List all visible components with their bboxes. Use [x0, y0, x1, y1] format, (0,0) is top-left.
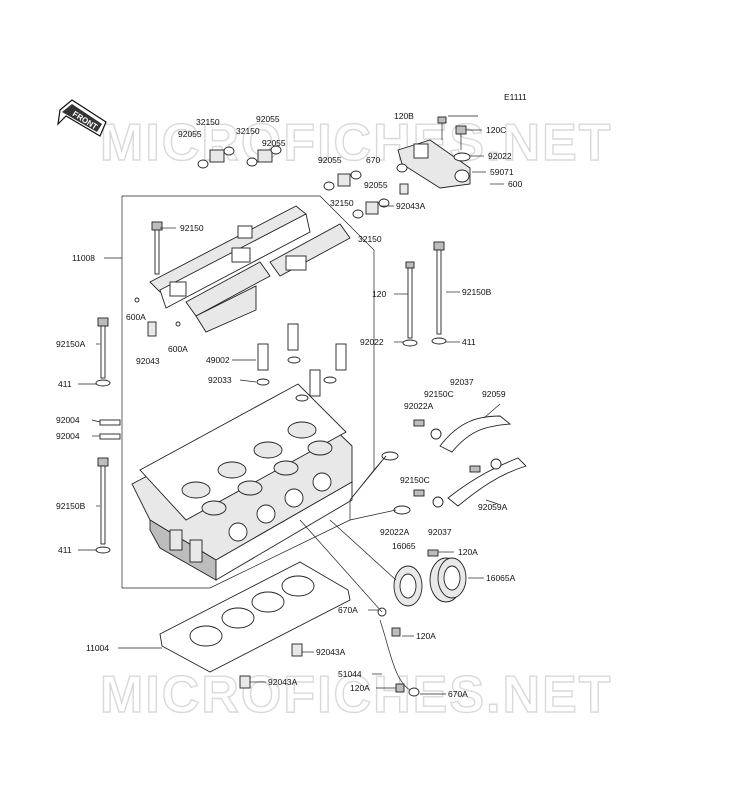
label-59071: 59071 [490, 167, 514, 177]
label-16065a: 16065A [486, 573, 516, 583]
label-120b: 120B [394, 111, 414, 121]
label-600a-upper: 600A [126, 312, 146, 322]
o-rings-92033-icon [256, 356, 337, 402]
label-120: 120 [372, 289, 386, 299]
label-92055-d: 92055 [318, 155, 342, 165]
label-411-left-bottom: 411 [58, 545, 72, 555]
washer-411-right-icon [431, 337, 447, 345]
dowel-92043-icon [147, 321, 157, 337]
label-92004-b: 92004 [56, 431, 80, 441]
dowel-92043a-lower-icon [239, 675, 251, 689]
watermark-top: MICROFICHES.NET [100, 114, 612, 172]
washer-92022-icon [453, 152, 471, 162]
label-92037-upper: 92037 [450, 377, 474, 387]
bolt-92150b-right-icon [433, 241, 445, 335]
label-92150b-left: 92150B [56, 501, 86, 511]
washer-92022a-lower-icon [393, 505, 411, 515]
label-92055-a: 92055 [256, 114, 280, 124]
label-120a-lower: 120A [350, 683, 370, 693]
label-92055-b: 92055 [178, 129, 202, 139]
label-92150b-right: 92150B [462, 287, 492, 297]
label-32150-b: 32150 [236, 126, 260, 136]
stud-120-icon [405, 261, 415, 339]
bolt-120b-icon [437, 116, 447, 140]
label-32150-a: 32150 [196, 117, 220, 127]
hose-92059a-icon [447, 457, 527, 507]
label-92043: 92043 [136, 356, 160, 366]
washer-411-left-top-icon [95, 379, 111, 387]
o-rings-top-icon [197, 145, 409, 219]
oil-jets-49002-icon [257, 323, 347, 397]
stud-92004-icon [99, 419, 121, 440]
bolt-120a-middle-icon [391, 627, 401, 637]
holder-16065-icon [393, 565, 423, 607]
front-arrow-icon: FRONT [57, 99, 107, 137]
label-92150c-lower: 92150C [400, 475, 430, 485]
label-92055-e: 92055 [364, 180, 388, 190]
label-92055-c: 92055 [262, 138, 286, 148]
pin-600a-lower-icon [175, 321, 181, 327]
bolt-92150-icon [151, 221, 163, 275]
holder-16065a-icon [429, 557, 467, 603]
washer-92022-lower-icon [402, 339, 418, 347]
bolt-120a-lower-icon [395, 683, 405, 693]
label-670a-lower: 670A [448, 689, 468, 699]
label-92150a: 92150A [56, 339, 86, 349]
label-11008: 11008 [72, 253, 95, 263]
label-120c: 120C [486, 125, 506, 135]
pin-600a-upper-icon [134, 297, 140, 303]
label-92022a-upper: 92022A [404, 401, 434, 411]
label-51044: 51044 [338, 669, 362, 679]
part-labels: 120B 120C 92022 59071 600 32150 92055 92… [56, 111, 522, 699]
label-92150: 92150 [180, 223, 204, 233]
gasket-11004-icon [159, 561, 351, 673]
label-92059: 92059 [482, 389, 506, 399]
label-16065: 16065 [392, 541, 416, 551]
label-92043a-top: 92043A [396, 201, 426, 211]
label-600: 600 [508, 179, 522, 189]
bolt-92150a-icon [97, 317, 109, 379]
bolt-92150b-left-icon [97, 457, 109, 545]
label-32150-c: 32150 [330, 198, 354, 208]
clamps-92037-icon [430, 428, 502, 508]
label-92043a-lower: 92043A [268, 677, 298, 687]
label-92037-lower: 92037 [428, 527, 452, 537]
fuel-rail-icon [149, 205, 351, 333]
label-92004-a: 92004 [56, 415, 80, 425]
label-92059a: 92059A [478, 502, 508, 512]
label-670a-upper: 670A [338, 605, 358, 615]
washer-411-left-bottom-icon [95, 546, 111, 554]
watermark-bottom: MICROFICHES.NET [100, 666, 612, 724]
label-411-right: 411 [462, 337, 476, 347]
label-92043a-middle: 92043A [316, 647, 346, 657]
label-120a-upper: 120A [458, 547, 478, 557]
label-411-left-top: 411 [58, 379, 72, 389]
cylinder-head-icon [131, 383, 353, 581]
label-11004: 11004 [86, 643, 109, 653]
bolts-92150c-icon [413, 419, 481, 497]
leader-lines [78, 115, 504, 695]
washer-92022a-upper-icon [381, 451, 399, 461]
label-120a-middle: 120A [416, 631, 436, 641]
dowel-92043a-upper-icon [291, 643, 303, 657]
label-600a-lower: 600A [168, 344, 188, 354]
bolt-120a-upper-icon [427, 549, 439, 557]
label-92022-middle: 92022 [360, 337, 384, 347]
label-670: 670 [366, 155, 380, 165]
hose-92059-icon [439, 415, 512, 453]
label-92033: 92033 [208, 375, 232, 385]
label-92150c-upper: 92150C [424, 389, 454, 399]
label-92022a-lower: 92022A [380, 527, 410, 537]
diagram-code: E1111 [504, 92, 527, 102]
label-32150-d: 32150 [358, 234, 382, 244]
label-92022-top: 92022 [488, 151, 512, 161]
label-49002: 49002 [206, 355, 230, 365]
